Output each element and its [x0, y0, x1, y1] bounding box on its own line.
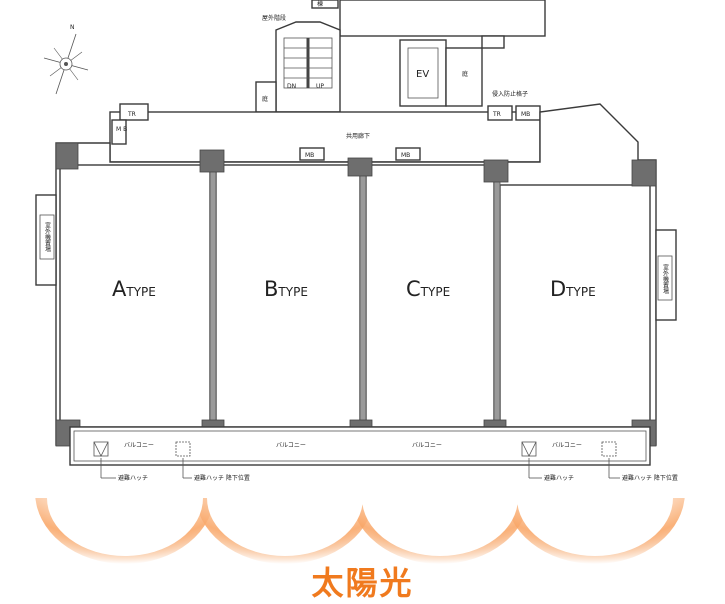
balcony-label-d: バルコニー	[552, 442, 582, 449]
unit-c-label: CTYPE	[406, 277, 450, 301]
hatch-drop-note-right: 避難ハッチ 降下位置	[622, 474, 678, 482]
tr-right-label: TR	[492, 111, 501, 118]
unit-c-room	[365, 164, 495, 428]
unit-d-label: DTYPE	[550, 277, 596, 301]
elevator-label: EV	[416, 69, 429, 80]
court-left-label: 庭	[262, 95, 268, 103]
unit-b-room	[215, 164, 361, 428]
balcony: バルコニー バルコニー バルコニー バルコニー	[69, 426, 651, 466]
unit-b-label: BTYPE	[264, 277, 308, 301]
balcony-label-a: バルコニー	[124, 442, 154, 449]
corridor-label: 共用廊下	[346, 132, 370, 140]
hatch-note-left: 避難ハッチ	[118, 474, 148, 482]
hatch-drop-left-icon	[175, 441, 191, 457]
balcony-label-c: バルコニー	[412, 442, 442, 449]
mb-door-left-label: MB	[305, 152, 314, 159]
mb-door-right-label: MB	[401, 152, 410, 159]
stairs-up-label: UP	[316, 83, 324, 90]
hatch-drop-note-left: 避難ハッチ 降下位置	[194, 474, 250, 482]
grille-label: 侵入防止格子	[492, 90, 528, 98]
stairs-label: 屋外階段	[262, 14, 286, 22]
compass-icon: N	[43, 24, 89, 95]
hatch-notes: 避難ハッチ 避難ハッチ 降下位置 避難ハッチ 避難ハッチ 降下位置	[100, 458, 678, 482]
unit-d-room	[499, 184, 651, 428]
hatch-drop-right-icon	[601, 441, 617, 457]
mb-left-label: M B	[116, 126, 127, 133]
stair-core: 棟 屋外階段 DN UP 庭 EV 庭 侵入防止格子	[255, 0, 546, 113]
building-label: 棟	[317, 0, 323, 8]
sunlight-title: 太陽光	[311, 564, 414, 602]
mb-right-label: MB	[521, 111, 530, 118]
outdoor-unit-label-left: 室外機置場	[44, 221, 51, 253]
balcony-label-b: バルコニー	[276, 442, 306, 449]
tr-left-label: TR	[127, 111, 136, 118]
unit-a-label: ATYPE	[112, 277, 156, 301]
hatch-note-right: 避難ハッチ	[544, 474, 574, 482]
compass-north-label: N	[70, 24, 75, 31]
court-right-label: 庭	[462, 70, 468, 78]
stairs-down-label: DN	[287, 83, 296, 90]
unit-labels: ATYPE BTYPE CTYPE DTYPE	[112, 277, 596, 301]
outdoor-unit-label-right: 室外機置場	[662, 263, 669, 295]
